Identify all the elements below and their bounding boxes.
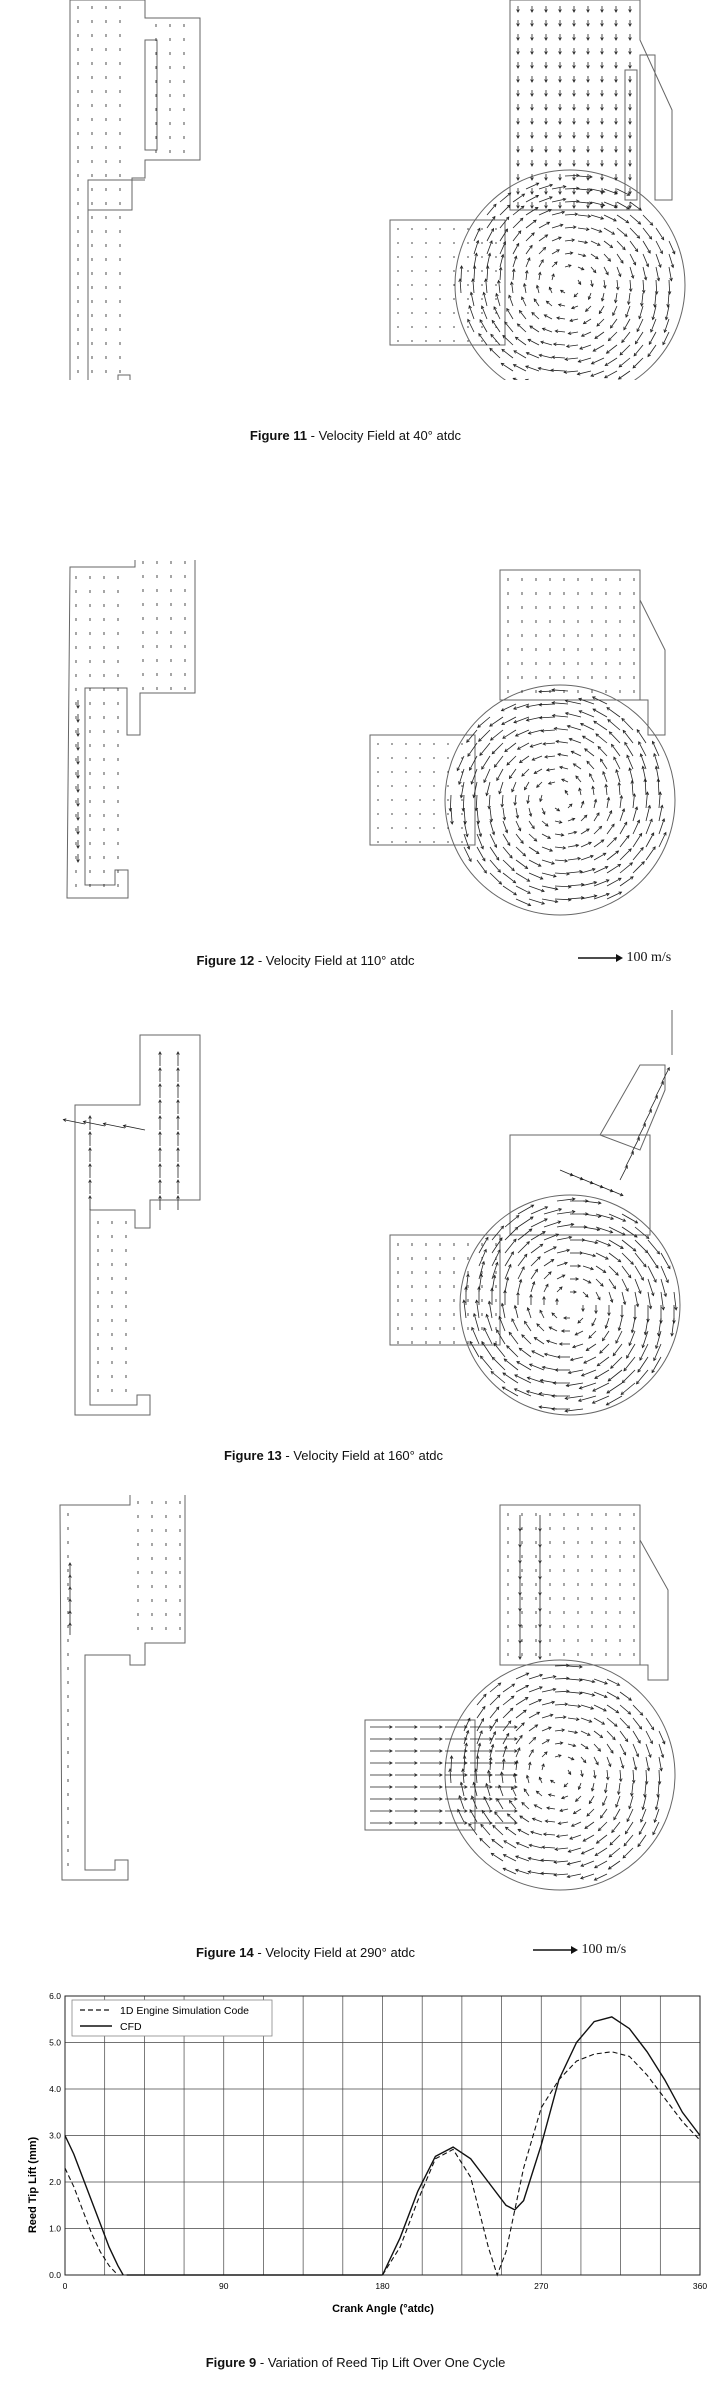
series-line-1d — [382, 2051, 701, 2277]
figure-14-caption: Figure 14 - Velocity Field at 290° atdc — [195, 1945, 416, 1960]
figure-13-image — [62, 1010, 681, 1416]
figure-11-image — [69, 0, 686, 380]
x-tick-label: 0 — [63, 2281, 68, 2291]
chart-grid — [64, 1995, 701, 2276]
figure-14-image — [59, 1495, 676, 1891]
x-tick-label: 180 — [375, 2281, 389, 2291]
velocity-vectors-12 — [75, 561, 667, 907]
arrow-right-icon — [578, 953, 623, 962]
legend-item-1d: 1D Engine Simulation Code — [120, 2005, 249, 2017]
x-tick-label: 90 — [219, 2281, 229, 2291]
y-tick-label: 5.0 — [49, 2038, 61, 2048]
series-line-1d — [64, 2167, 127, 2276]
series-line-cfd — [64, 2135, 124, 2276]
reed-tip-lift-chart: 0.0 1.0 2.0 3.0 4.0 5.0 6.0 0 90 180 270 360 Crank … — [27, 1991, 707, 2315]
figure-12-image — [66, 560, 676, 916]
y-tick-label: 4.0 — [49, 2084, 61, 2094]
arrow-right-icon — [533, 1945, 578, 1954]
scale-bar-12: 100 m/s — [578, 950, 671, 966]
velocity-vectors-14 — [67, 1501, 666, 1881]
x-tick-label: 270 — [534, 2281, 548, 2291]
y-tick-label: 3.0 — [49, 2131, 61, 2141]
y-tick-label: 6.0 — [49, 1991, 61, 2001]
velocity-vectors-11 — [77, 6, 676, 380]
y-tick-label: 1.0 — [49, 2224, 61, 2234]
x-axis-label: Crank Angle (°atdc) — [332, 2303, 434, 2315]
figure-13-caption: Figure 13 - Velocity Field at 160° atdc — [223, 1448, 444, 1463]
figure-9-caption: Figure 9 - Variation of Reed Tip Lift Ov… — [205, 2355, 506, 2370]
y-tick-label: 0.0 — [49, 2270, 61, 2280]
chart-ticks: 0.0 1.0 2.0 3.0 4.0 5.0 6.0 0 90 180 270 360 — [49, 1991, 707, 2291]
scale-bar-14: 100 m/s — [533, 1942, 626, 1958]
y-tick-label: 2.0 — [49, 2177, 61, 2187]
figure-12-caption: Figure 12 - Velocity Field at 110° atdc — [196, 953, 415, 968]
series-line-cfd — [381, 2016, 701, 2276]
y-axis-label: Reed Tip Lift (mm) — [27, 2136, 39, 2233]
figure-11-caption: Figure 11 - Velocity Field at 40° atdc — [249, 428, 462, 443]
chart-series — [64, 2016, 701, 2277]
chart-legend: 1D Engine Simulation Code CFD — [71, 1999, 273, 2037]
velocity-vectors-13 — [62, 1051, 678, 1413]
x-tick-label: 360 — [693, 2281, 707, 2291]
legend-item-cfd: CFD — [120, 2021, 142, 2033]
